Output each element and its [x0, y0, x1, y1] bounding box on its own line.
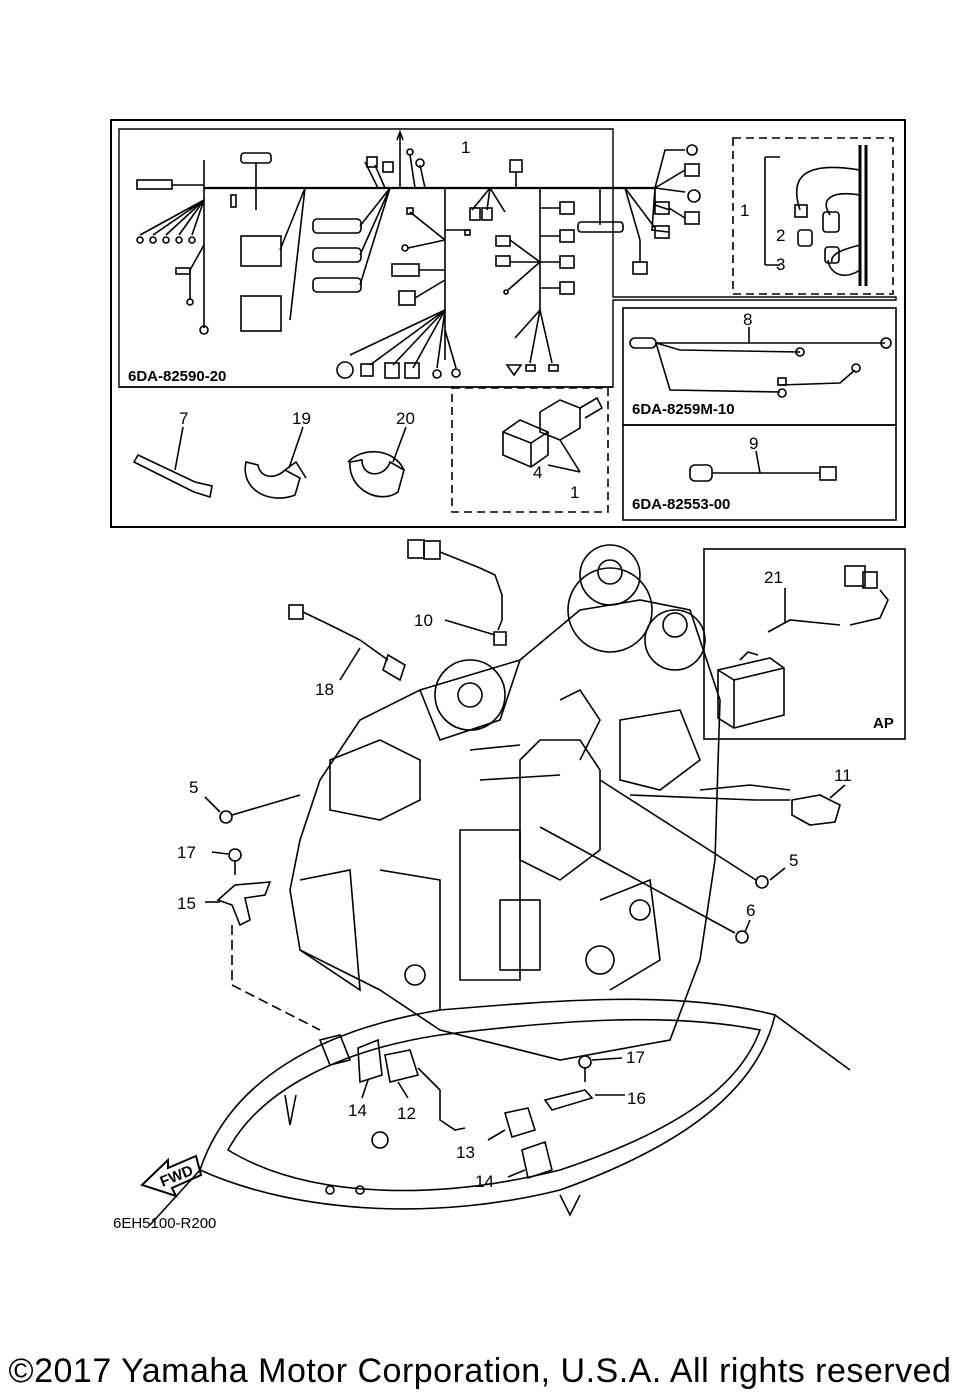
relay-drawing — [502, 396, 604, 473]
callout-12: 12 — [397, 1104, 416, 1123]
bracket-15 — [205, 881, 321, 1031]
callout-7: 7 — [179, 409, 188, 428]
callout-5-right: 5 — [789, 851, 798, 870]
relay-dashed-box — [451, 387, 609, 513]
switch-13 — [487, 1107, 537, 1141]
callout-1-relay: 1 — [570, 483, 579, 502]
callout-17-left: 17 — [177, 843, 196, 862]
callout-15: 15 — [177, 894, 196, 913]
wire-harness-drawing — [136, 129, 701, 379]
sensor-lead-box — [622, 424, 897, 521]
callout-16: 16 — [627, 1089, 646, 1108]
right-dashed-box — [732, 137, 894, 295]
callout-5-left: 5 — [189, 778, 198, 797]
callout-6: 6 — [746, 901, 755, 920]
forward-arrow — [140, 1154, 203, 1198]
callout-11: 11 — [834, 766, 852, 785]
grommet-14-bottom — [507, 1140, 553, 1180]
callout-9: 9 — [749, 434, 758, 453]
callout-18: 18 — [315, 680, 334, 699]
callout-4: 4 — [533, 463, 542, 482]
callout-17-bottom: 17 — [626, 1048, 645, 1067]
callout-13: 13 — [456, 1143, 475, 1162]
harness-part-code: 6DA-82590-20 — [128, 368, 226, 385]
grommet-14-left — [357, 1038, 383, 1099]
clamp-20-drawing — [347, 426, 407, 498]
harness-kit-frame — [110, 119, 906, 528]
connector-subassembly-drawing — [764, 145, 868, 286]
bracket-16 — [543, 1089, 625, 1111]
sensor-lead-part-code: 6DA-82553-00 — [632, 496, 730, 513]
switch-12 — [384, 1049, 466, 1131]
cable-tie-drawing — [132, 426, 213, 499]
callout-2-right: 2 — [776, 226, 785, 245]
bolt-17-left — [211, 848, 242, 875]
callout-14-bottom: 14 — [475, 1172, 494, 1191]
callout-14-left: 14 — [348, 1101, 367, 1120]
callout-10: 10 — [414, 611, 433, 630]
sensor-11-drawing — [629, 784, 846, 826]
callout-1-main: 1 — [461, 138, 470, 157]
bolt-17-bottom — [578, 1055, 623, 1082]
copyright-notice: ©2017 Yamaha Motor Corporation, U.S.A. A… — [8, 1352, 952, 1390]
lead-part-code: 6DA-8259M-10 — [632, 401, 735, 418]
bolt-5-left — [204, 794, 301, 824]
lead-8-drawing — [629, 327, 892, 398]
bottom-cowling-drawing — [149, 998, 851, 1226]
engine-block-drawing — [289, 544, 721, 1061]
lead-9-drawing — [689, 450, 837, 482]
clamp-19-drawing — [244, 426, 307, 499]
callout-21: 21 — [764, 568, 783, 587]
accessory-drawing — [717, 565, 889, 729]
callout-3-right: 3 — [776, 255, 785, 274]
sensor-10-drawing — [407, 539, 507, 646]
bolt-5-right — [599, 779, 786, 889]
callout-8: 8 — [743, 310, 752, 329]
accessory-tag: AP — [873, 715, 894, 732]
bolt-6 — [539, 826, 751, 944]
callout-19: 19 — [292, 409, 311, 428]
sensor-18-drawing — [288, 604, 406, 682]
callout-20: 20 — [396, 409, 415, 428]
figure-code: 6EH5100-R200 — [113, 1215, 216, 1232]
callout-1-right: 1 — [740, 201, 749, 220]
